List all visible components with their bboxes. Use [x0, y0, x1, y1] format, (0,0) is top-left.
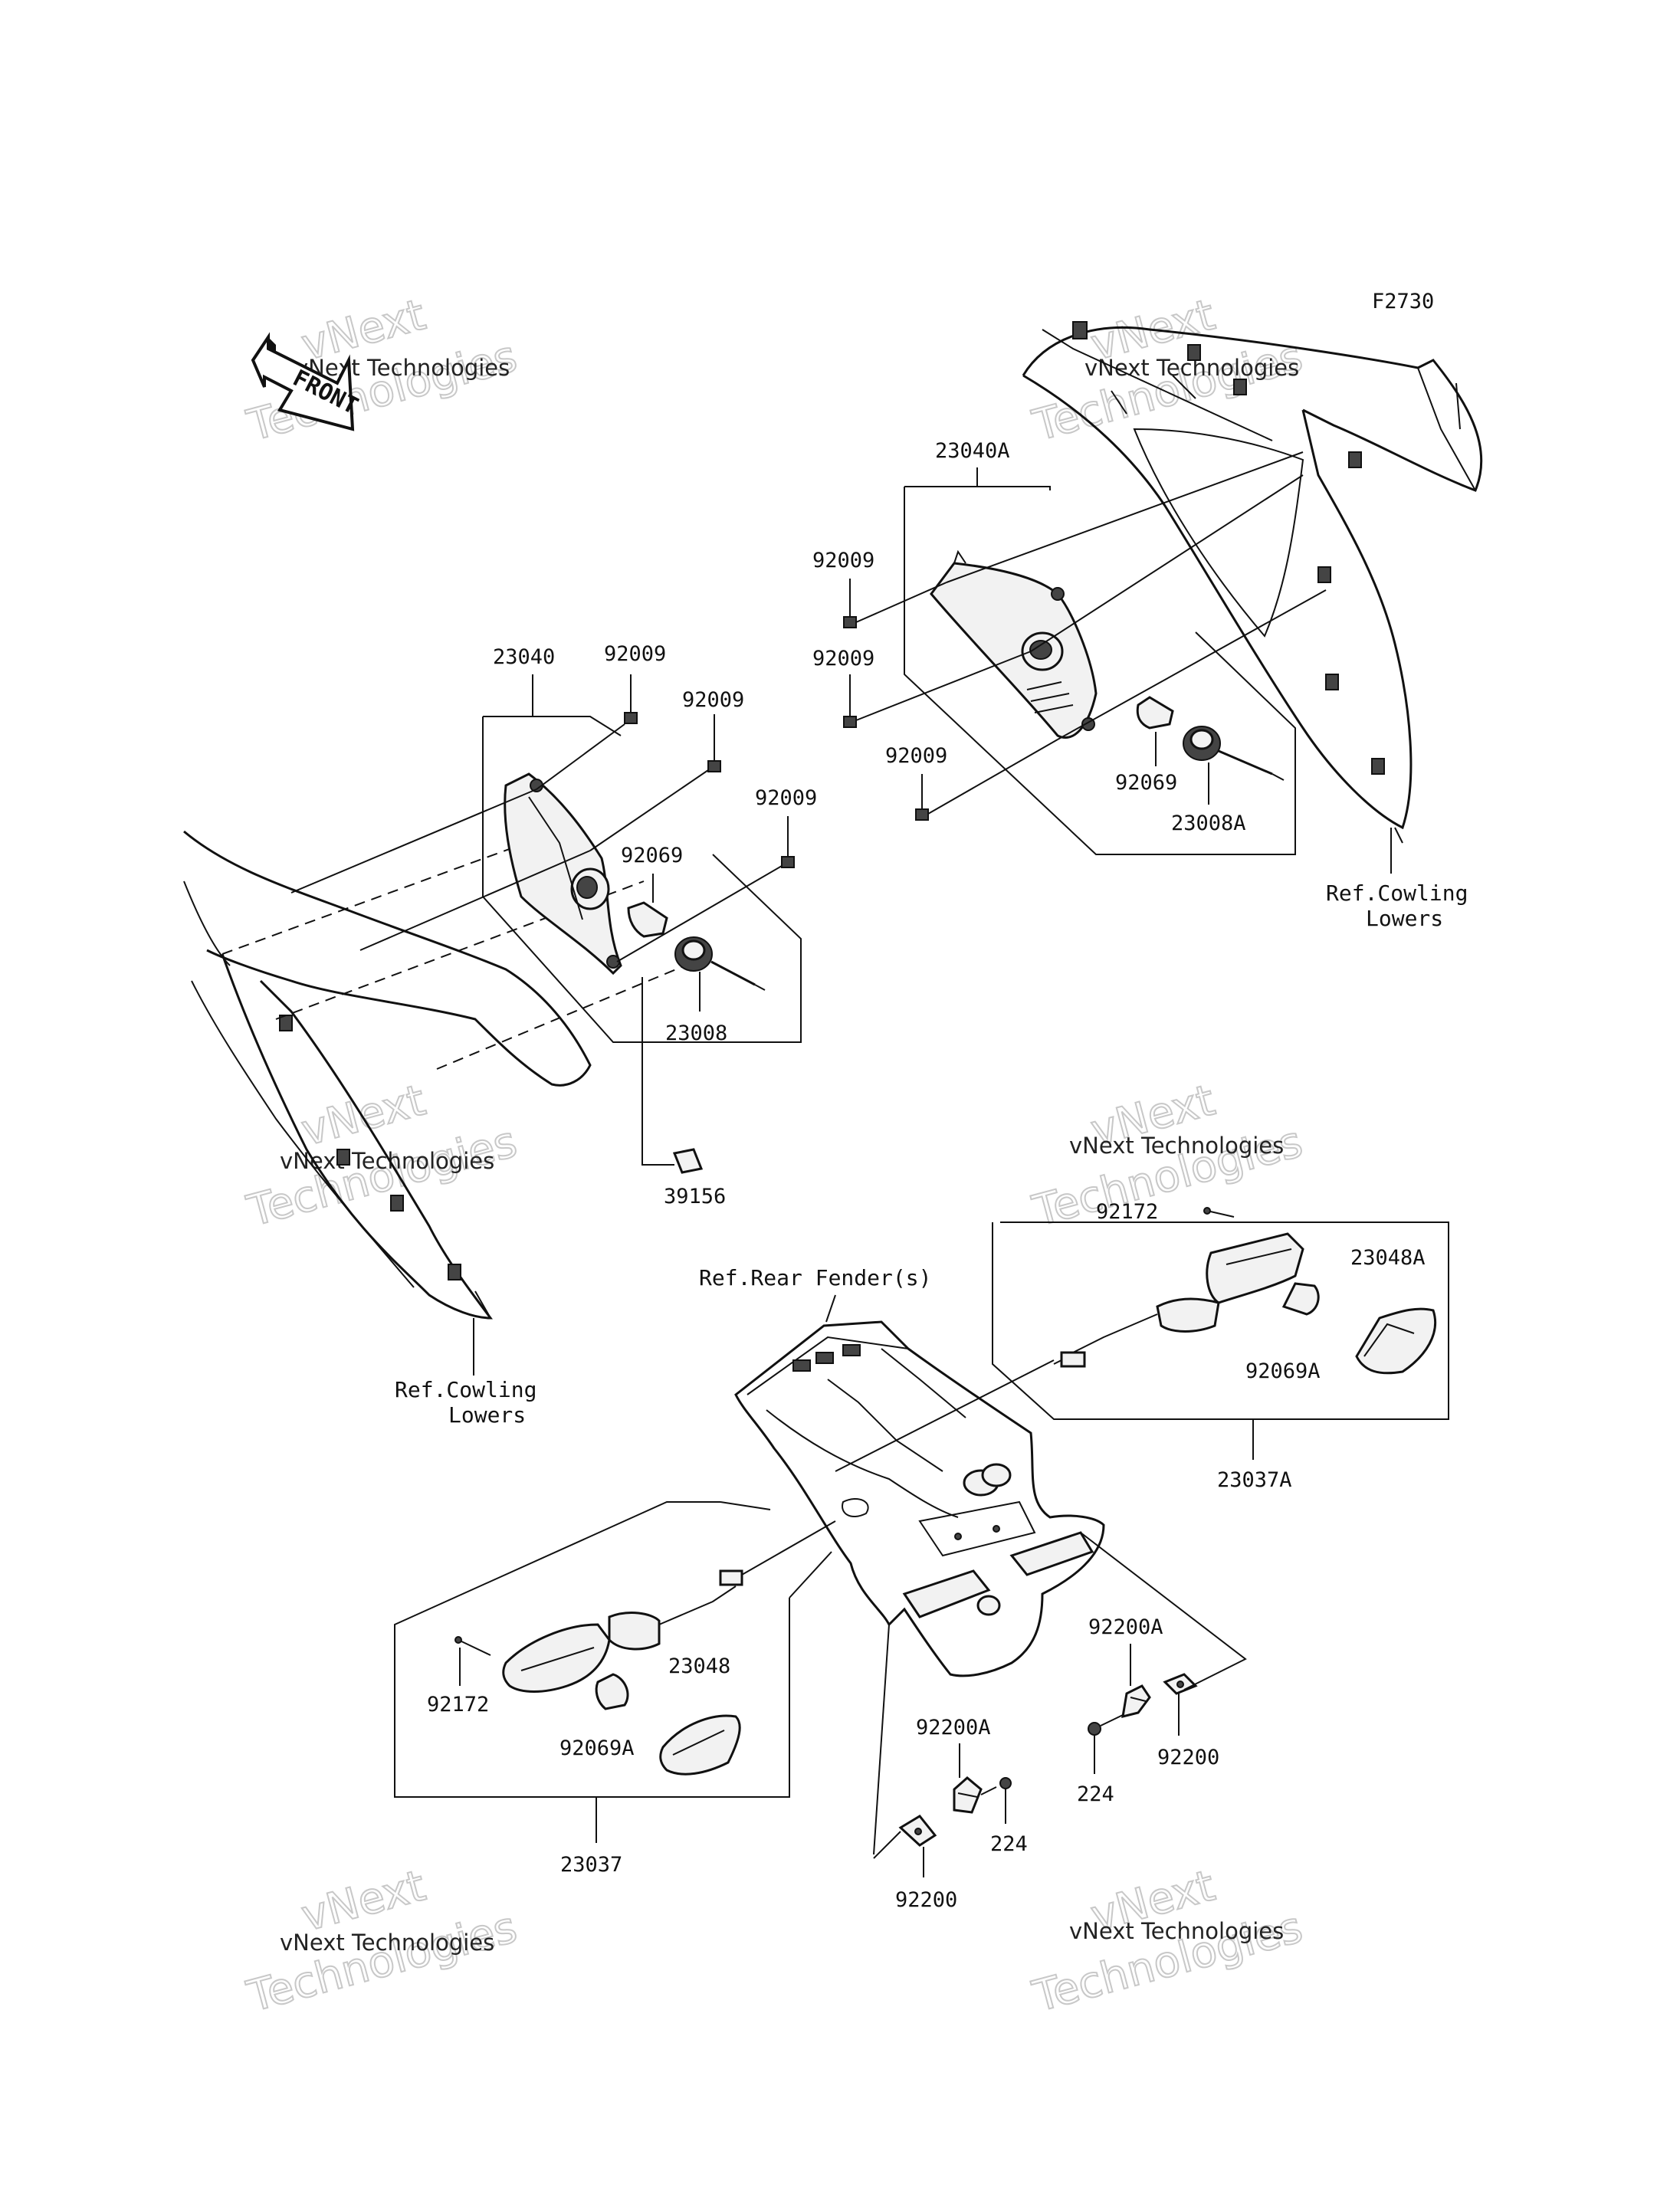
part-23040: 23040 [493, 645, 555, 669]
bracket-23040A [904, 486, 1296, 855]
figure-code: F2730 [1372, 290, 1434, 313]
screw-92009-rc-icon [915, 589, 1327, 821]
dash-line-1 [221, 838, 537, 955]
watermark-group: Technologies vNext vNext Technologies Te… [241, 289, 1308, 2022]
svg-text:vNext Technologies: vNext Technologies [295, 355, 510, 381]
left-rear-turn-signal-icon [502, 1569, 743, 1693]
plate-92200-left-icon [873, 1815, 937, 1877]
watermark-bottom-left: Technologies vNext vNext Technologies [241, 1860, 523, 2022]
lens-23048A-icon [1355, 1307, 1437, 1375]
watermark-bottom-right: Technologies vNext vNext Technologies [1027, 1860, 1308, 2022]
part-23037: 23037 [560, 1853, 622, 1877]
svg-text:vNext Technologies: vNext Technologies [280, 1148, 494, 1174]
plate-92200-right-icon [1163, 1673, 1198, 1736]
ref-cowling-left-label: Ref.Cowling [395, 1377, 536, 1402]
bracket-23037-link [789, 1551, 832, 1599]
watermark-mid-left: Technologies vNext vNext Technologies [241, 1074, 523, 1237]
socket-23008A-icon [1183, 726, 1285, 805]
part-224-left: 224 [990, 1832, 1028, 1856]
part-23037A: 23037A [1217, 1468, 1292, 1492]
part-92009-lc: 92009 [755, 786, 817, 810]
bracket-23040 [482, 716, 802, 1043]
part-92200A-left: 92200A [916, 1716, 991, 1740]
part-23008: 23008 [665, 1021, 727, 1045]
right-front-turn-signal-housing [930, 549, 1098, 739]
part-92200-left: 92200 [895, 1888, 957, 1912]
part-92172-left: 92172 [427, 1693, 489, 1717]
dash-line-3 [436, 953, 714, 1070]
part-23008A: 23008A [1171, 812, 1246, 835]
screw-92009-la-icon [290, 674, 638, 894]
part-23040A: 23040A [935, 439, 1010, 463]
part-92069-right: 92069 [1115, 771, 1177, 795]
part-92009-la: 92009 [604, 642, 666, 666]
label-pad-39156-icon [641, 977, 704, 1174]
part-92009-ra: 92009 [812, 549, 874, 572]
bolt-224-left-icon [980, 1777, 1012, 1824]
part-92009-rc: 92009 [885, 744, 947, 768]
part-92172-right: 92172 [1096, 1200, 1158, 1224]
part-92069A-left: 92069A [559, 1736, 635, 1760]
bracket-23037A [992, 1221, 1449, 1420]
screw-92009-lb-icon [359, 714, 721, 951]
part-92069-left: 92069 [621, 844, 683, 867]
leader-bracket-right [1080, 1532, 1247, 1690]
screw-92172-left-icon [454, 1636, 491, 1686]
ref-cowling-left-label-line2: Lowers [448, 1402, 526, 1428]
socket-23008-icon [674, 936, 766, 1012]
part-224-right: 224 [1077, 1782, 1114, 1806]
rear-fender-assembly [734, 1294, 1105, 1677]
part-23048A: 23048A [1350, 1246, 1426, 1270]
bulb-92069-right-icon [1136, 696, 1174, 766]
bracket-92200A-left-icon [953, 1743, 983, 1814]
bracket-23037 [394, 1501, 790, 1798]
leader-rear-left-to-fender [741, 1520, 836, 1576]
bulb-92069-left-icon [627, 874, 668, 938]
right-rear-turn-signal-icon [1053, 1232, 1304, 1368]
svg-text:vNext Technologies: vNext Technologies [1069, 1133, 1284, 1159]
part-23048: 23048 [668, 1654, 730, 1678]
part-92200-right: 92200 [1157, 1746, 1219, 1769]
part-92009-rb: 92009 [812, 647, 874, 671]
ref-cowling-right-label-line2: Lowers [1366, 906, 1443, 931]
lens-23048-icon [659, 1714, 741, 1776]
leader-bracket-left [873, 1624, 890, 1855]
screw-92009-lc-icon [616, 816, 795, 962]
screw-92009-ra-icon [843, 451, 1304, 628]
watermark-top-right: Technologies vNext vNext Technologies [1027, 289, 1308, 451]
watermark-mid-right: Technologies vNext vNext Technologies [1027, 1074, 1308, 1237]
svg-text:vNext Technologies: vNext Technologies [1069, 1918, 1284, 1944]
leader-rear-right-to-fender [835, 1359, 1055, 1472]
bulb-92069A-left-icon [595, 1673, 629, 1710]
part-39156: 39156 [664, 1185, 726, 1208]
part-92009-lb: 92009 [682, 688, 744, 712]
part-92200A-right: 92200A [1088, 1615, 1163, 1639]
ref-rear-fender-label: Ref.Rear Fender(s) [699, 1265, 931, 1290]
svg-text:vNext Technologies: vNext Technologies [280, 1930, 494, 1956]
bracket-92200A-right-icon [1121, 1644, 1151, 1719]
screw-92009-rb-icon [843, 474, 1304, 728]
bulb-92069A-right-icon [1281, 1282, 1320, 1316]
ref-cowling-right-label: Ref.Cowling [1326, 880, 1468, 906]
right-cowling-lower-panel [1022, 321, 1483, 874]
part-92069A-right: 92069A [1245, 1359, 1321, 1383]
left-front-turn-signal-housing [504, 772, 622, 976]
bolt-224-right-icon [1088, 1714, 1124, 1774]
screw-92172-right-icon [1203, 1207, 1235, 1218]
